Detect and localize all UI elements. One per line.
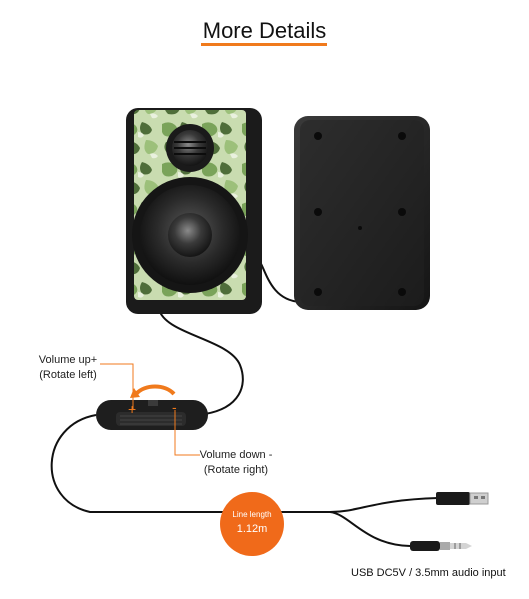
title-underline — [201, 43, 327, 46]
rotate-arrow-icon — [134, 384, 176, 396]
ports-caption: USB DC5V / 3.5mm audio input — [351, 567, 506, 579]
line-length-title: Line length — [232, 510, 272, 519]
usb-plug-icon — [436, 492, 489, 505]
volume-up-label: Volume up+ (Rotate left) — [38, 354, 98, 381]
rear-speaker — [294, 116, 430, 310]
line-length-value: 1.12m — [236, 523, 268, 535]
page-title: More Details — [202, 18, 327, 43]
svg-text:-: - — [172, 399, 177, 415]
volume-down-label: Volume down - (Rotate right) — [199, 449, 273, 476]
svg-text:+: + — [128, 401, 136, 417]
audio-jack-icon — [410, 541, 472, 551]
front-speaker — [126, 108, 262, 314]
line-length-badge: Line length 1.12m — [220, 492, 284, 556]
volume-control — [96, 400, 208, 430]
